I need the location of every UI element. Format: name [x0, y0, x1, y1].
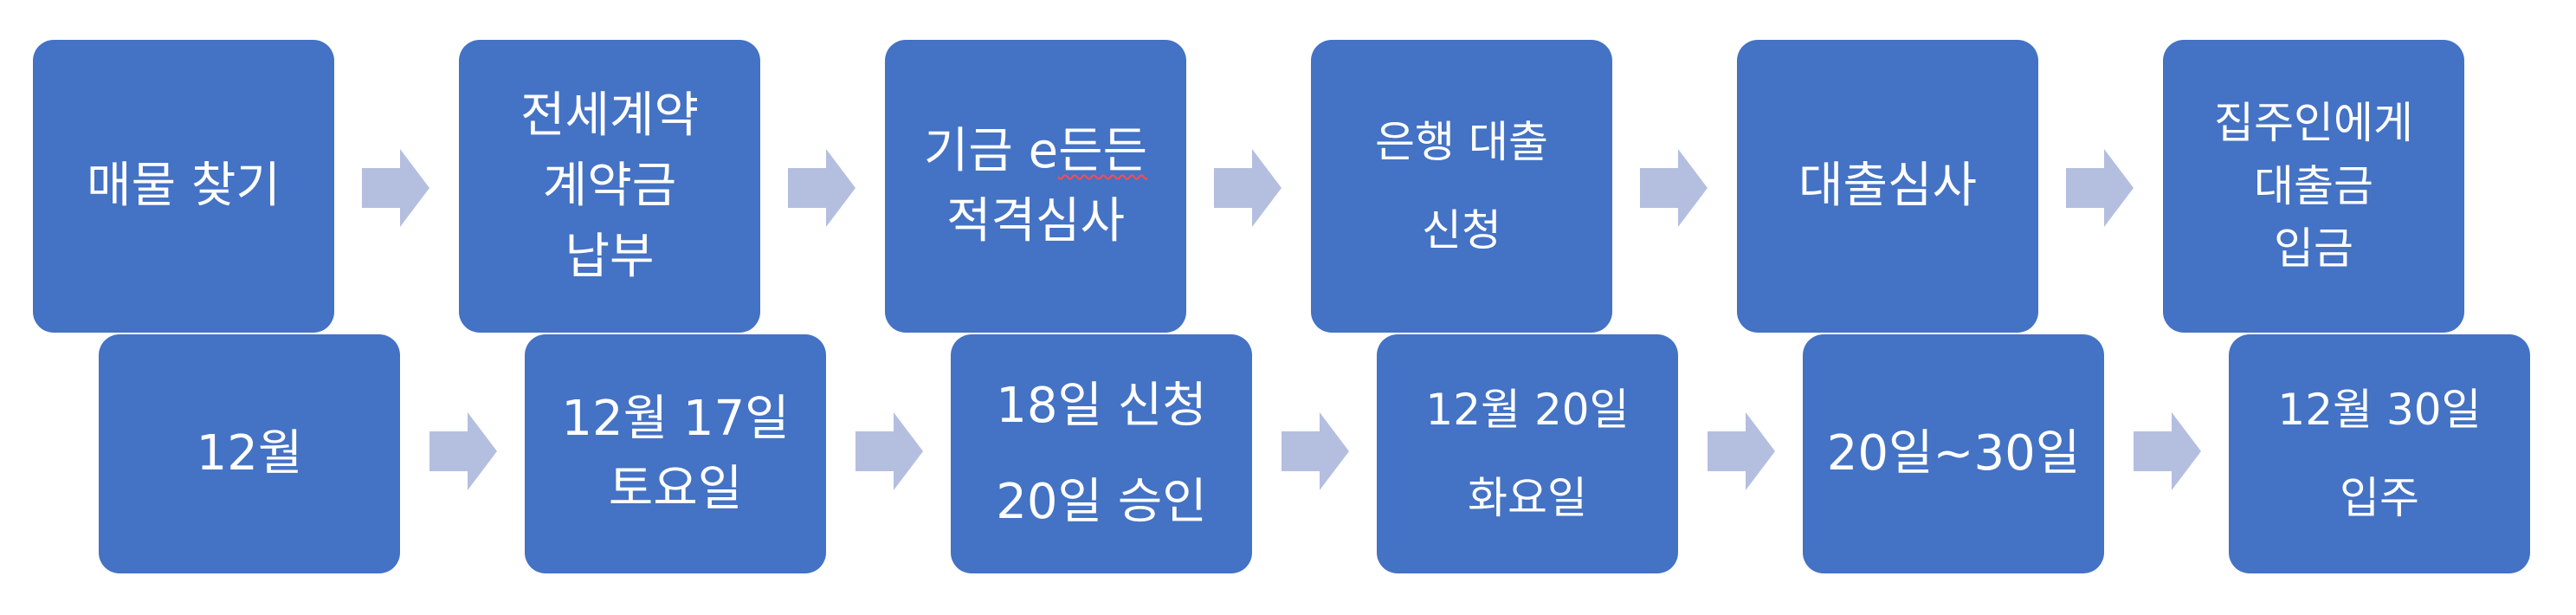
step-label: 매물 찾기: [87, 158, 281, 215]
date-label: 화요일: [1468, 473, 1587, 523]
step-label: 계약금: [542, 158, 677, 215]
step-label: 기금 e든든: [923, 122, 1148, 179]
step-label: 입금: [2274, 223, 2353, 275]
date-box-apply-approve: 18일 신청 20일 승인: [951, 334, 1252, 573]
date-box-december: 12월: [99, 334, 400, 573]
arrow-right-icon: [1640, 149, 1708, 227]
arrow-right-icon: [1708, 412, 1775, 490]
arrow-right-icon: [362, 149, 429, 227]
step-label: 신청: [1422, 205, 1501, 256]
arrow-right-icon: [788, 149, 855, 227]
date-box-dec-20: 12월 20일 화요일: [1377, 334, 1678, 573]
step-box-lease-contract: 전세계약 계약금 납부: [459, 40, 760, 333]
date-label: 12월: [196, 425, 303, 482]
date-label: 12월 30일: [2277, 384, 2482, 435]
step-label: 대출심사: [1798, 158, 1978, 215]
step-label: 집주인에게: [2214, 98, 2413, 149]
arrow-right-icon: [2066, 149, 2134, 227]
date-box-20-30: 20일~30일: [1803, 334, 2104, 573]
step-box-payment-to-landlord: 집주인에게 대출금 입금: [2163, 40, 2464, 333]
date-label: 18일 신청: [996, 377, 1207, 434]
date-label: 20일 승인: [996, 474, 1207, 530]
arrow-right-icon: [429, 412, 497, 490]
step-box-fund-screening: 기금 e든든 적격심사: [885, 40, 1186, 333]
step-box-find-property: 매물 찾기: [33, 40, 334, 333]
step-box-bank-loan-application: 은행 대출 신청: [1311, 40, 1612, 333]
date-label: 20일~30일: [1826, 425, 2081, 482]
arrow-right-icon: [855, 412, 923, 490]
date-box-dec-17: 12월 17일 토요일: [525, 334, 826, 573]
arrow-right-icon: [2134, 412, 2201, 490]
arrow-right-icon: [1214, 149, 1282, 227]
date-label: 토요일: [608, 461, 743, 517]
step-label: 전세계약: [520, 87, 700, 145]
step-box-loan-review: 대출심사: [1737, 40, 2038, 333]
spellcheck-underline: 든든: [1058, 122, 1148, 179]
step-label: 납부: [565, 228, 655, 285]
date-box-dec-30: 12월 30일 입주: [2229, 334, 2530, 573]
step-label: 적격심사: [946, 193, 1126, 249]
date-label: 12월 17일: [561, 390, 790, 447]
date-label: 12월 20일: [1425, 384, 1630, 435]
date-label: 입주: [2340, 473, 2419, 523]
step-label: 은행 대출: [1375, 116, 1548, 167]
arrow-right-icon: [1282, 412, 1349, 490]
step-label: 대출금: [2254, 160, 2373, 211]
